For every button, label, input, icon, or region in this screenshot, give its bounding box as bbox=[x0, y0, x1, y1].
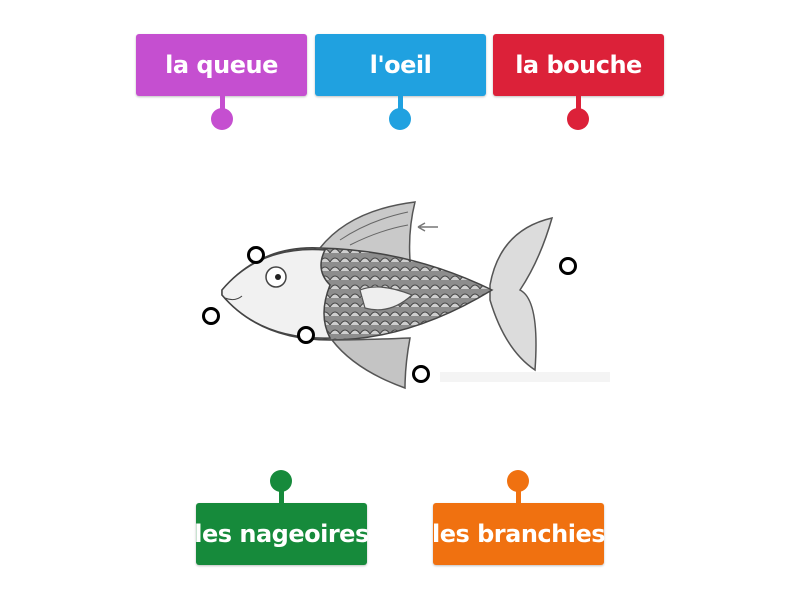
pin-oeil[interactable] bbox=[389, 108, 411, 130]
label-queue[interactable]: la queue bbox=[136, 34, 307, 96]
label-bouche[interactable]: la bouche bbox=[493, 34, 664, 96]
bottom-fin-target[interactable] bbox=[412, 365, 430, 383]
label-branchies[interactable]: les branchies bbox=[432, 503, 606, 565]
mouth-target[interactable] bbox=[202, 307, 220, 325]
pin-queue[interactable] bbox=[211, 108, 233, 130]
eye-target[interactable] bbox=[247, 246, 265, 264]
fish-diagram-image bbox=[221, 201, 610, 390]
label-oeil[interactable]: l'oeil bbox=[315, 34, 486, 96]
pin-stem bbox=[219, 96, 225, 119]
label-nageoires[interactable]: les nageoires bbox=[194, 503, 369, 565]
pin-stem bbox=[278, 481, 284, 503]
tail-target[interactable] bbox=[559, 257, 577, 275]
pin-stem bbox=[575, 96, 581, 119]
gills-target[interactable] bbox=[297, 326, 315, 344]
pin-stem bbox=[397, 96, 403, 119]
pin-bouche[interactable] bbox=[567, 108, 589, 130]
pin-stem bbox=[515, 481, 521, 503]
